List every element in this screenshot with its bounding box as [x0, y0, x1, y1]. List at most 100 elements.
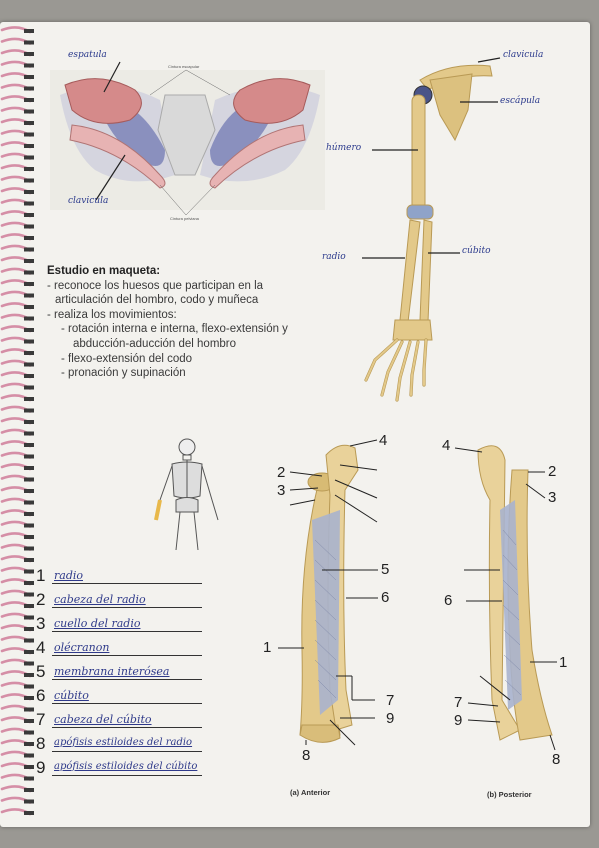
spiral-hole [24, 305, 34, 309]
posterior-label: 1 [559, 654, 568, 671]
spiral-hole [24, 144, 34, 148]
spiral-hole [24, 615, 34, 620]
arm-skeleton-figure [364, 64, 493, 402]
intro-line: articulación del hombro, codo y muñeca [55, 294, 259, 307]
anterior-label: 2 [277, 464, 286, 481]
spiral-hole [24, 696, 34, 700]
spiral-hole [24, 811, 34, 815]
posterior-label: 6 [444, 592, 453, 609]
spiral-hole [24, 282, 34, 286]
posterior-forearm-bones [477, 445, 553, 741]
intro-line: - realiza los movimientos: [47, 308, 177, 321]
spiral-hole [24, 52, 34, 56]
spiral-hole [24, 420, 34, 424]
spiral-hole [24, 339, 34, 344]
view-caption-posterior: (b) Posterior [487, 790, 532, 799]
spiral-hole [24, 328, 34, 332]
spiral-hole [24, 776, 34, 781]
spiral-hole [24, 730, 34, 735]
spiral-hole [24, 351, 34, 355]
posterior-label: 4 [442, 437, 451, 454]
spiral-hole [24, 684, 34, 689]
intro-line: - rotación interna e interna, flexo-exte… [61, 323, 288, 336]
anterior-label: 1 [263, 639, 272, 656]
intro-line: - pronación y supinación [61, 367, 186, 380]
anterior-label: 5 [381, 561, 390, 578]
intro-block: Estudio en maqueta: - reconoce los hueso… [47, 264, 288, 381]
spiral-hole [24, 121, 34, 125]
shoulder-girdle-figure [50, 61, 325, 216]
intro-title: Estudio en maqueta: [47, 265, 161, 277]
label-clavicula-left: clavicula [68, 196, 109, 206]
spiral-hole [24, 707, 34, 712]
spiral-hole [24, 270, 34, 275]
spiral-hole [24, 673, 34, 677]
spiral-hole [24, 132, 34, 137]
spiral-hole [24, 109, 34, 114]
spiral-hole [24, 98, 34, 102]
spiral-hole [24, 167, 34, 171]
spiral-hole [24, 374, 34, 378]
posterior-label: 2 [548, 463, 557, 480]
spiral-hole [24, 293, 34, 298]
spiral-hole [24, 719, 34, 723]
spiral-hole [24, 742, 34, 746]
posterior-label: 7 [454, 694, 463, 711]
anterior-forearm-bones [299, 444, 359, 743]
posterior-leader-lines [454, 447, 557, 751]
spiral-hole [24, 190, 34, 194]
intro-line: - reconoce los huesos que participan en … [47, 279, 264, 292]
spiral-hole [24, 408, 34, 413]
mini-skeleton-figure [154, 438, 219, 551]
spiral-hole [24, 86, 34, 91]
spiral-hole [24, 29, 34, 33]
posterior-label: 3 [548, 489, 557, 506]
spiral-hole [24, 201, 34, 206]
spiral-hole [24, 627, 34, 631]
spiral-hole [24, 75, 34, 79]
caption-cintura-pelviana: Cintura pelviana [170, 216, 199, 221]
spiral-hole [24, 523, 34, 528]
spiral-hole [24, 316, 34, 321]
spiral-hole [24, 799, 34, 804]
label-cubito: cúbito [462, 246, 491, 256]
spiral-hole [24, 477, 34, 482]
spiral-hole [24, 247, 34, 252]
label-espatula: espatula [68, 50, 107, 60]
spiral-hole [24, 259, 34, 263]
spiral-hole [24, 431, 34, 436]
spiral-hole [24, 489, 34, 493]
spiral-hole [24, 362, 34, 367]
spiral-hole [24, 535, 34, 539]
anterior-label: 9 [386, 710, 395, 727]
anterior-label: 4 [379, 432, 388, 449]
spiral-hole [24, 63, 34, 68]
spiral-hole [24, 765, 34, 769]
spiral-hole [24, 512, 34, 516]
spiral-hole [24, 581, 34, 585]
view-caption-anterior: (a) Anterior [290, 788, 331, 797]
anterior-label: 3 [277, 482, 286, 499]
spiral-hole [24, 385, 34, 390]
spiral-hole [24, 650, 34, 654]
anterior-leader-lines [278, 439, 378, 746]
spiral-hole [24, 592, 34, 597]
spiral-hole [24, 604, 34, 608]
spiral-hole [24, 500, 34, 505]
spiral-binding [0, 26, 34, 816]
spiral-hole [24, 546, 34, 551]
arm-leader-lines [362, 57, 501, 259]
label-humero: húmero [326, 143, 362, 153]
spiral-hole [24, 454, 34, 459]
caption-cintura-escapular: Cintura escapular [168, 64, 200, 69]
anterior-label: 6 [381, 589, 390, 606]
intro-line: abducción-aducción del hombro [73, 337, 237, 350]
label-radio: radio [322, 252, 346, 262]
